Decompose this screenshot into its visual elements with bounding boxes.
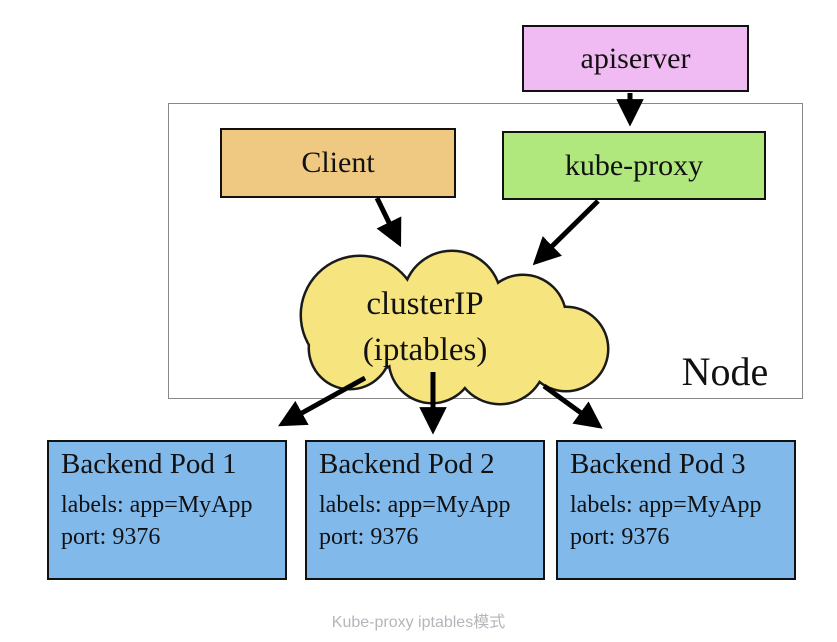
diagram-caption: Kube-proxy iptables模式 (331, 614, 506, 631)
pod-labels: labels: app=MyApp (61, 492, 253, 518)
pod-title: Backend Pod 1 (61, 448, 237, 480)
client-label: Client (301, 146, 375, 179)
kube-proxy-box: kube-proxy (502, 131, 766, 200)
pod-labels: labels: app=MyApp (570, 492, 762, 518)
backend-pod-1-box: Backend Pod 1 labels: app=MyApp port: 93… (47, 440, 287, 580)
apiserver-box: apiserver (522, 25, 749, 92)
kube-proxy-label: kube-proxy (564, 148, 704, 182)
backend-pod-2-box: Backend Pod 2 labels: app=MyApp port: 93… (305, 440, 545, 580)
cluster-ip-line1: clusterIP (366, 286, 484, 322)
apiserver-label: apiserver (580, 41, 691, 75)
pod-port: port: 9376 (61, 523, 161, 550)
pod-title: Backend Pod 3 (570, 448, 746, 480)
pod-labels: labels: app=MyApp (319, 492, 511, 518)
pod-title: Backend Pod 2 (319, 448, 495, 480)
pod-port: port: 9376 (570, 523, 670, 550)
cluster-ip-line2: (iptables) (362, 331, 488, 368)
node-label: Node (681, 349, 769, 394)
backend-pod-3-box: Backend Pod 3 labels: app=MyApp port: 93… (556, 440, 796, 580)
cluster-ip-label: clusterIP (iptables) (320, 282, 530, 373)
pod-port: port: 9376 (319, 523, 419, 550)
client-box: Client (220, 128, 456, 198)
